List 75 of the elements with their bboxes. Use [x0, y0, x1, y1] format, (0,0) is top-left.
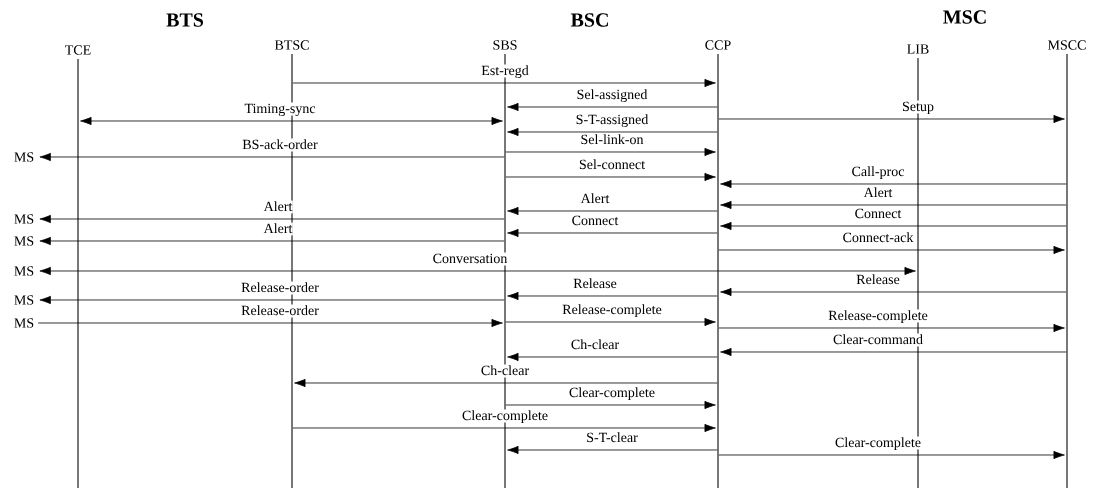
message-arrow: [720, 347, 1067, 357]
edge-label: Release-complete: [561, 303, 663, 317]
message-arrow: [39, 236, 505, 246]
edge-label: Connect: [854, 207, 902, 221]
edge-label: Clear-complete: [568, 386, 656, 400]
edge-label: Setup: [901, 100, 935, 114]
lifeline-label: CCP: [705, 40, 731, 50]
message-arrow: [507, 102, 718, 112]
edge-label: S-T-assigned: [575, 113, 649, 127]
message-arrow: [507, 445, 718, 455]
message-arrow: [505, 147, 716, 157]
message-arrow: [507, 352, 718, 362]
message-arrow: [505, 172, 716, 182]
message-arrow: [720, 287, 1067, 297]
edge-label: Clear-complete: [834, 436, 922, 450]
endpoint-label: MS: [14, 214, 34, 224]
lifeline-label: SBS: [493, 40, 517, 50]
endpoint-label: MS: [14, 295, 34, 305]
message-arrow: [507, 291, 718, 301]
edge-label: Connect-ack: [842, 231, 914, 245]
group-heading: MSC: [943, 10, 986, 24]
edge-label: Sel-connect: [578, 158, 646, 172]
lifeline-label: BTSC: [274, 40, 309, 50]
message-arrow: [292, 78, 716, 88]
lifeline-label: LIB: [907, 44, 929, 54]
message-arrow: [507, 228, 718, 238]
edge-label: Release-order: [240, 304, 320, 318]
message-arrow: [39, 295, 505, 305]
edge-label: Alert: [863, 186, 893, 200]
edge-label: Release-order: [240, 281, 320, 295]
message-arrow: [718, 245, 1065, 255]
message-arrow: [505, 400, 716, 410]
message-arrow: [37, 318, 503, 328]
message-arrow: [718, 323, 1065, 333]
message-arrow: [718, 114, 1065, 124]
message-arrow: [720, 200, 1067, 210]
edge-label: BS-ack-order: [241, 138, 319, 152]
edge-label: Clear-command: [832, 333, 924, 347]
message-arrow: [720, 221, 1067, 231]
endpoint-label: MS: [14, 152, 34, 162]
edge-label: Alert: [263, 200, 293, 214]
edge-label: Release-complete: [827, 309, 929, 323]
group-heading: BSC: [570, 13, 608, 27]
edge-label: Ch-clear: [480, 364, 530, 378]
edge-label: Sel-link-on: [580, 133, 644, 147]
message-arrow: [507, 206, 718, 216]
edge-label: S-T-clear: [585, 431, 639, 445]
edge-label: Release: [855, 273, 901, 287]
message-arrow: [505, 317, 716, 327]
edge-label: Connect: [571, 214, 619, 228]
endpoint-label: MS: [14, 236, 34, 246]
edge-label: Sel-assigned: [576, 88, 648, 102]
edge-label: Release: [572, 277, 618, 291]
message-arrow: [80, 116, 503, 126]
message-arrow: [720, 179, 1067, 189]
edge-label: Est-regd: [480, 64, 530, 78]
endpoint-label: MS: [14, 266, 34, 276]
message-arrow: [39, 152, 505, 162]
edge-label: Alert: [263, 222, 293, 236]
edge-label: Clear-complete: [461, 409, 549, 423]
group-heading: BTS: [166, 13, 204, 27]
message-arrow: [718, 450, 1065, 460]
message-arrow: [507, 127, 718, 137]
endpoint-label: MS: [14, 318, 34, 328]
lifeline-label: TCE: [65, 45, 91, 55]
edge-label: Alert: [580, 192, 610, 206]
message-arrow: [39, 214, 505, 224]
edge-label: Call-proc: [851, 165, 905, 179]
edge-label: Timing-sync: [244, 102, 316, 116]
message-arrow: [39, 266, 916, 276]
edge-label: Conversation: [432, 252, 508, 266]
message-arrow: [294, 378, 718, 388]
lifeline-label: MSCC: [1047, 40, 1086, 50]
edge-label: Ch-clear: [570, 338, 620, 352]
message-arrow: [292, 423, 716, 433]
